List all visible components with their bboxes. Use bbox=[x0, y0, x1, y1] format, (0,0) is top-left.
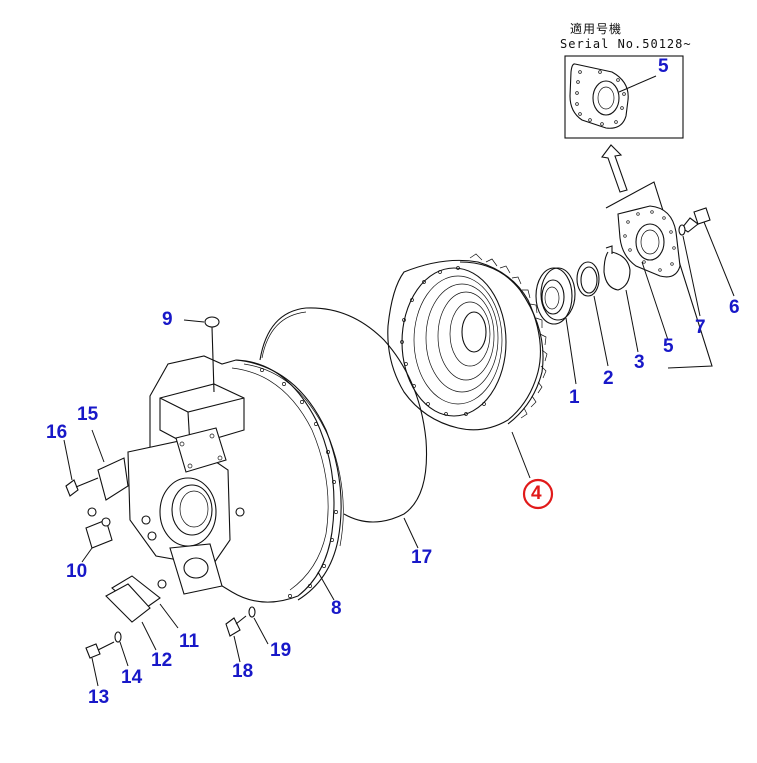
bearing-part-1 bbox=[535, 267, 577, 385]
callout-5-inset[interactable]: 5 bbox=[658, 56, 669, 77]
o-ring-part-17 bbox=[259, 307, 428, 549]
callout-17[interactable]: 17 bbox=[411, 547, 433, 568]
callout-2[interactable]: 2 bbox=[603, 368, 614, 389]
bracket-part-15 bbox=[91, 429, 129, 501]
bolt-part-16 bbox=[63, 439, 99, 497]
variant-arrow bbox=[601, 144, 628, 193]
callout-14[interactable]: 14 bbox=[121, 667, 143, 688]
callout-11[interactable]: 11 bbox=[179, 631, 200, 652]
callout-19[interactable]: 19 bbox=[270, 640, 292, 661]
inset-title-japanese: 適用号機 bbox=[570, 22, 623, 36]
callout-6[interactable]: 6 bbox=[729, 297, 740, 318]
eyebolt-part-9 bbox=[183, 316, 220, 393]
inset-title-serial: Serial No.50128~ bbox=[560, 37, 692, 51]
callout-7[interactable]: 7 bbox=[695, 317, 706, 338]
bolt-part-6 bbox=[681, 207, 735, 297]
callout-5[interactable]: 5 bbox=[663, 336, 674, 357]
washer-part-7 bbox=[678, 224, 701, 317]
callout-1[interactable]: 1 bbox=[569, 387, 580, 408]
callout-9[interactable]: 9 bbox=[162, 309, 173, 330]
washer-part-14 bbox=[114, 631, 129, 667]
inset-box bbox=[564, 55, 684, 139]
callout-13[interactable]: 13 bbox=[88, 687, 110, 708]
callout-4[interactable]: 4 bbox=[531, 483, 542, 504]
callout-12[interactable]: 12 bbox=[151, 650, 173, 671]
callout-4-highlight-ring bbox=[522, 478, 554, 510]
main-housing-part-8 bbox=[127, 355, 344, 603]
ring-part-2 bbox=[576, 261, 609, 367]
callout-15[interactable]: 15 bbox=[77, 404, 99, 425]
washer-part-19 bbox=[248, 606, 269, 645]
callout-8[interactable]: 8 bbox=[331, 598, 342, 619]
bolt-part-18 bbox=[225, 615, 247, 663]
callout-10[interactable]: 10 bbox=[66, 561, 88, 582]
gear-housing-part-4 bbox=[387, 253, 548, 479]
callout-16[interactable]: 16 bbox=[46, 422, 68, 443]
fitting-part-10 bbox=[81, 507, 113, 563]
plate-part-5 bbox=[617, 205, 681, 341]
gasket-part-12 bbox=[105, 583, 157, 651]
snap-ring-part-3 bbox=[603, 245, 639, 353]
variant-bracket bbox=[605, 181, 713, 369]
bolt-part-13 bbox=[85, 641, 115, 687]
callout-3[interactable]: 3 bbox=[634, 352, 645, 373]
callout-18[interactable]: 18 bbox=[232, 661, 254, 682]
